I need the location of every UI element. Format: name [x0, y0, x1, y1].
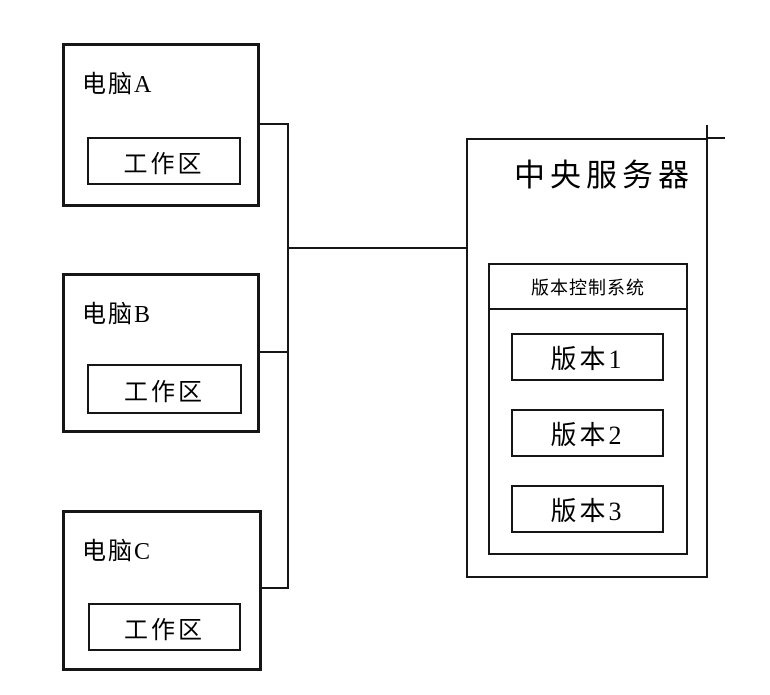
computer-c-workspace-box: 工作区	[88, 603, 241, 651]
vcs-header: 版本控制系统	[490, 265, 686, 310]
computer-c-workspace-label: 工作区	[124, 617, 205, 644]
central-server-label: 中央服务器	[514, 158, 694, 193]
vcs-box: 版本控制系统 版本1 版本2 版本3	[488, 263, 688, 555]
computer-b-workspace-box: 工作区	[87, 364, 242, 414]
computer-c-box: 电脑C 工作区	[62, 510, 262, 671]
trunk-vertical-line	[287, 123, 289, 589]
computer-b-label: 电脑B	[82, 302, 153, 328]
connector-computer-a-line	[259, 123, 289, 125]
version-1-label: 版本1	[550, 344, 625, 374]
computer-b-box: 电脑B 工作区	[62, 273, 260, 433]
version-3-label: 版本3	[550, 496, 625, 526]
trunk-to-server-line	[289, 247, 467, 249]
computer-c-label: 电脑C	[82, 539, 153, 565]
version-1-box: 版本1	[511, 333, 664, 381]
server-top-edge-overshoot-line	[708, 137, 725, 139]
central-server-box: 中央服务器 版本控制系统 版本1 版本2 版本3	[466, 138, 708, 578]
connector-computer-c-line	[261, 587, 289, 589]
connector-computer-b-line	[259, 351, 289, 353]
computer-b-workspace-label: 工作区	[124, 379, 205, 406]
server-right-edge-overshoot-line	[706, 125, 708, 139]
version-2-box: 版本2	[511, 409, 664, 457]
version-2-label: 版本2	[550, 420, 625, 450]
vcs-label: 版本控制系统	[531, 277, 645, 298]
computer-a-workspace-box: 工作区	[87, 137, 241, 185]
computer-a-workspace-label: 工作区	[123, 151, 205, 178]
computer-a-box: 电脑A 工作区	[62, 43, 260, 207]
version-3-box: 版本3	[511, 485, 664, 533]
computer-a-label: 电脑A	[82, 72, 154, 98]
